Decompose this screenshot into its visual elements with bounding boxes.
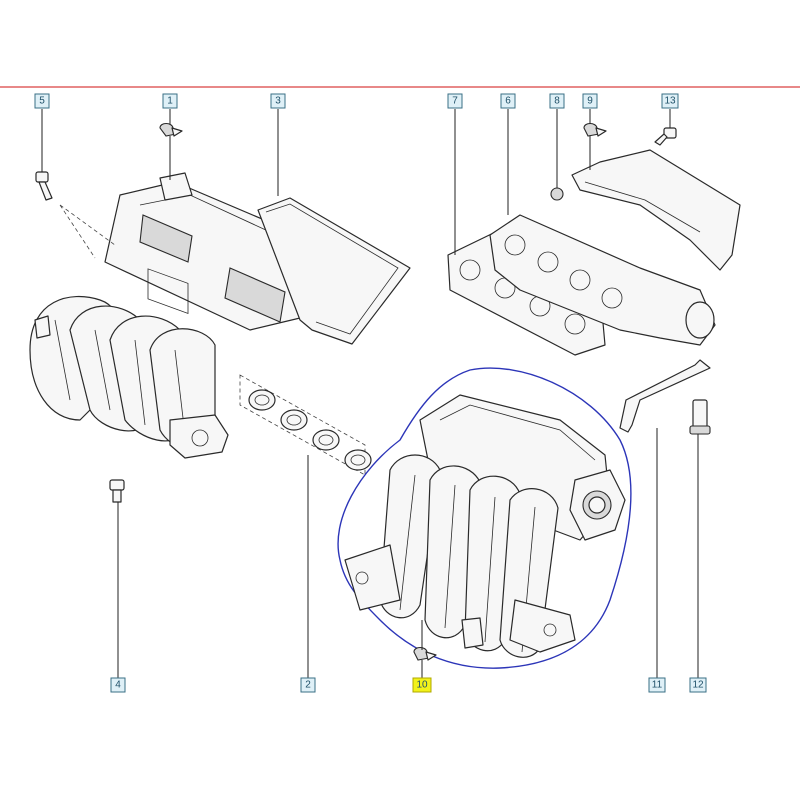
intake-manifold-selected[interactable] <box>337 367 632 669</box>
callout-7-label: 7 <box>452 96 458 107</box>
callout-7[interactable]: 7 <box>447 93 463 109</box>
callout-8-label: 8 <box>554 96 560 107</box>
callout-5-label: 5 <box>39 96 45 107</box>
callout-1[interactable]: 1 <box>162 93 178 109</box>
bracket-11[interactable] <box>619 359 711 433</box>
callout-8[interactable]: 8 <box>549 93 565 109</box>
callout-13[interactable]: 13 <box>661 93 679 109</box>
callout-9[interactable]: 9 <box>582 93 598 109</box>
callout-5[interactable]: 5 <box>34 93 50 109</box>
callout-12[interactable]: 12 <box>689 677 707 693</box>
clip-9[interactable] <box>583 122 607 137</box>
clip-10[interactable] <box>413 646 437 661</box>
callout-12-label: 12 <box>692 680 704 691</box>
callout-10[interactable]: 10 <box>412 677 432 693</box>
callout-4[interactable]: 4 <box>110 677 126 693</box>
callout-13-label: 13 <box>664 96 676 107</box>
plenum-gasket[interactable] <box>257 197 411 345</box>
port-gaskets[interactable] <box>239 374 372 476</box>
callout-2[interactable]: 2 <box>300 677 316 693</box>
heat-shield[interactable] <box>571 149 741 271</box>
callout-2-label: 2 <box>305 680 311 691</box>
old-intake-manifold[interactable] <box>29 172 343 459</box>
bolt-5[interactable] <box>35 171 53 201</box>
callout-4-label: 4 <box>115 680 121 691</box>
bolt-13[interactable] <box>654 127 677 146</box>
callout-9-label: 9 <box>587 96 593 107</box>
clip-1[interactable] <box>159 122 183 137</box>
callout-6[interactable]: 6 <box>500 93 516 109</box>
callout-3[interactable]: 3 <box>270 93 286 109</box>
bolt-4[interactable] <box>109 479 125 503</box>
callout-11[interactable]: 11 <box>648 677 666 693</box>
leader-lines <box>41 109 699 678</box>
callout-3-label: 3 <box>275 96 281 107</box>
nut-8[interactable] <box>550 187 564 201</box>
callout-10-label: 10 <box>416 680 428 691</box>
callout-1-label: 1 <box>167 96 173 107</box>
stud-bolt-12[interactable] <box>689 399 711 435</box>
callout-11-label: 11 <box>652 680 663 691</box>
exhaust-manifold[interactable] <box>489 214 716 346</box>
callout-6-label: 6 <box>505 96 511 107</box>
